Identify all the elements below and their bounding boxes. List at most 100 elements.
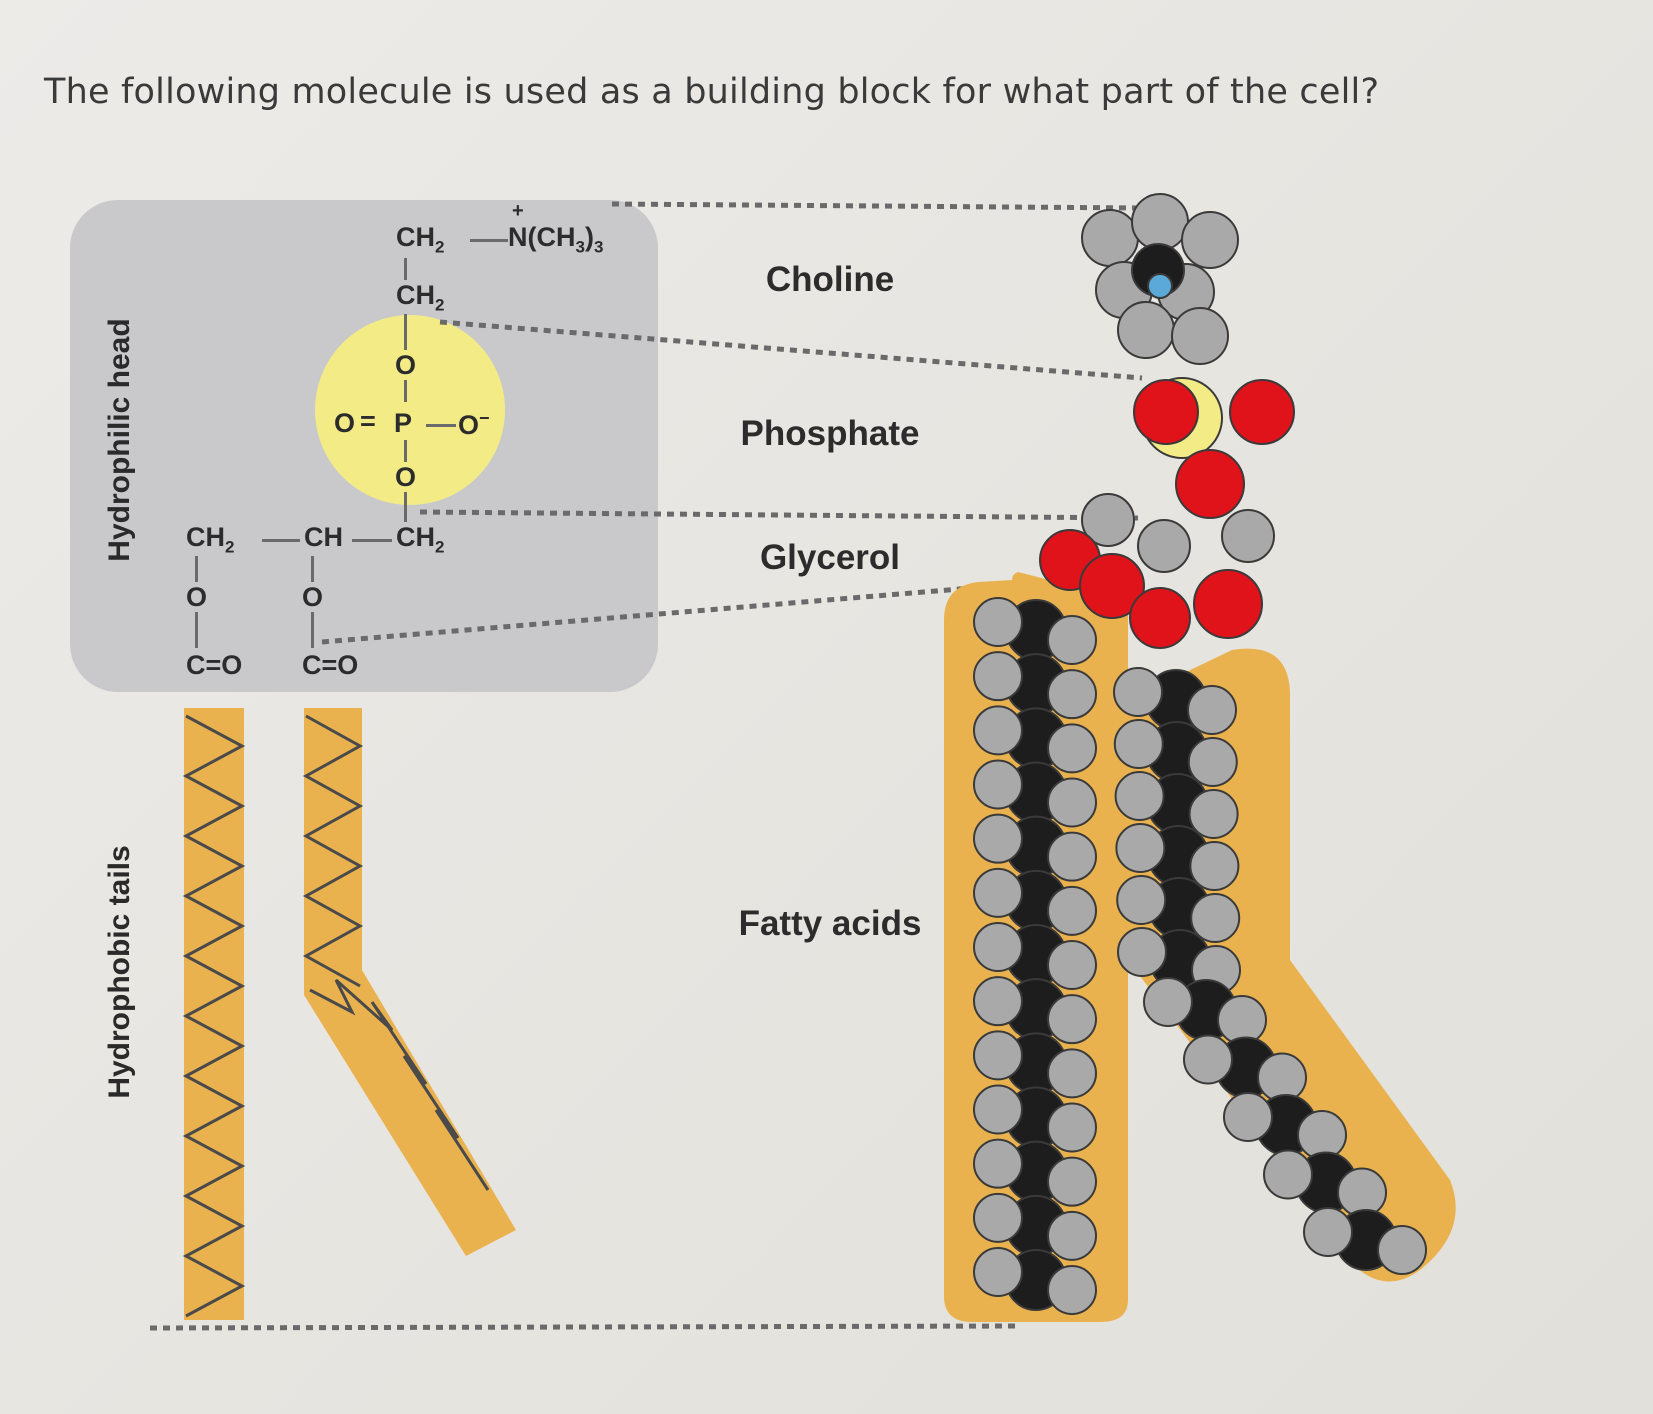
phosphate-oxygen-atom bbox=[1175, 449, 1245, 519]
fatty-acid-right-kink-hydrogen-atom bbox=[1223, 1092, 1273, 1142]
fatty-acid-left-hydrogen-atom bbox=[1047, 1156, 1097, 1207]
bond-ch2-ch bbox=[262, 539, 300, 542]
formula-o-minus: O− bbox=[458, 408, 490, 440]
phosphate-oxygen-atom bbox=[1133, 379, 1199, 445]
glycerol-label: Glycerol bbox=[759, 538, 901, 577]
guide-lines bbox=[149, 201, 1143, 1331]
formula-o-lower: O bbox=[395, 462, 417, 492]
fatty-acid-right-kink-hydrogen-atom bbox=[1303, 1207, 1353, 1257]
formula-o-double: O bbox=[334, 408, 356, 438]
formula-trimethylammonium: N(CH3)3 bbox=[508, 222, 604, 257]
fatty-acid-right-hydrogen-atom bbox=[1187, 737, 1238, 787]
fatty-acid-right-kink-hydrogen-atom bbox=[1183, 1034, 1233, 1085]
formula-phosphorus: P bbox=[394, 408, 413, 438]
fatty-acid-left-hydrogen-atom bbox=[1047, 723, 1097, 774]
fatty-acid-left-hydrogen-atom bbox=[973, 651, 1023, 702]
fatty-acid-right-hydrogen-atom bbox=[1115, 823, 1166, 873]
phosphate-label: Phosphate bbox=[740, 414, 920, 453]
fatty-acid-left-hydrogen-atom bbox=[973, 1247, 1023, 1297]
guide-line-bottom bbox=[149, 1323, 1019, 1331]
fatty-acid-left-hydrogen-atom bbox=[1047, 885, 1097, 936]
hydrophobic-tails-label: Hydrophobic tails bbox=[103, 845, 136, 1099]
phosphate-oxygen-atom bbox=[1229, 379, 1295, 445]
formula-choline-ch2-lower: CH2 bbox=[396, 280, 445, 315]
fatty-acid-left-hydrogen-atom bbox=[1047, 1265, 1097, 1315]
bond-p-o-lower bbox=[404, 440, 407, 462]
fatty-acid-left-hydrogen-atom bbox=[973, 813, 1023, 864]
bond-o-c-left bbox=[195, 612, 198, 648]
bond-o-p-upper bbox=[404, 380, 407, 402]
fatty-acid-left-hydrogen-atom bbox=[1047, 994, 1097, 1045]
fatty-acid-left-hydrogen-atom bbox=[973, 922, 1023, 972]
fatty-acid-left-hydrogen-atom bbox=[973, 597, 1023, 647]
formula-ester-o-left: O bbox=[186, 582, 208, 612]
fatty-acid-right-hydrogen-atom bbox=[1117, 927, 1167, 977]
choline-label: Choline bbox=[765, 260, 895, 299]
formula-glycerol-ch2-left: CH2 bbox=[186, 522, 235, 557]
tail-zigzag-kink bbox=[309, 978, 490, 1191]
choline-hydrogen-atom bbox=[1131, 193, 1189, 251]
ester-oxygen-atom bbox=[1193, 569, 1263, 639]
bond-ch2-ch2 bbox=[404, 258, 407, 280]
glycerol-hydrogen-atom bbox=[1137, 519, 1191, 573]
choline-hydrogen-atom bbox=[1117, 301, 1175, 359]
choline-hydrogen-atom bbox=[1171, 307, 1229, 365]
tail-zigzag-left bbox=[182, 714, 246, 1318]
fatty-acid-left-hydrogen-atom bbox=[973, 1084, 1023, 1135]
nitrogen-charge: + bbox=[512, 200, 524, 222]
formula-carbonyl-left: C=O bbox=[186, 650, 243, 680]
formula-o-upper: O bbox=[395, 350, 417, 380]
ester-oxygen-atom bbox=[1079, 553, 1145, 619]
bond-p-o-minus bbox=[426, 424, 456, 427]
fatty-acid-left-hydrogen-atom bbox=[973, 1030, 1023, 1081]
fatty-acid-left-hydrogen-atom bbox=[1047, 1102, 1097, 1153]
phosphate-circle bbox=[315, 315, 505, 505]
space-filling-atoms bbox=[973, 193, 1427, 1315]
formula-carbonyl-middle: C=O bbox=[302, 650, 359, 680]
fatty-acid-left-hydrogen-atom bbox=[973, 1138, 1023, 1189]
formula-choline-ch2: CH2 bbox=[396, 222, 445, 257]
fatty-acid-left-hydrogen-atom bbox=[973, 705, 1023, 756]
tail-band-right bbox=[304, 708, 516, 1256]
formula-glycerol-ch: CH bbox=[304, 522, 343, 552]
nitrogen-atom bbox=[1147, 273, 1173, 299]
fatty-acid-left-hydrogen-atom bbox=[1047, 831, 1097, 882]
bond-ch2-n bbox=[470, 239, 508, 242]
fatty-acid-left-hydrogen-atom bbox=[973, 759, 1023, 810]
fatty-acid-left-hydrogen-atom bbox=[1047, 669, 1097, 720]
guide-line-choline bbox=[439, 319, 1143, 381]
fatty-acid-right-hydrogen-atom bbox=[1189, 841, 1240, 891]
ester-oxygen-atom bbox=[1129, 587, 1191, 649]
fatty-acid-right-kink-hydrogen-atom bbox=[1377, 1225, 1427, 1275]
fatty-acid-right-hydrogen-atom bbox=[1188, 789, 1239, 839]
fatty-acid-right-hydrogen-atom bbox=[1190, 893, 1241, 943]
formula-double-bond: = bbox=[360, 406, 376, 436]
bond-o-c-middle bbox=[311, 612, 314, 648]
glycerol-hydrogen-atom bbox=[1221, 509, 1275, 563]
fatty-acid-right-hydrogen-atom bbox=[1114, 771, 1165, 821]
question-text: The following molecule is used as a buil… bbox=[44, 72, 1380, 112]
fatty-acid-right-kink-hydrogen-atom bbox=[1143, 977, 1193, 1027]
fatty-acid-left-hydrogen-atom bbox=[973, 867, 1023, 918]
structural-tails bbox=[182, 708, 516, 1320]
bond-ch2-o-upper bbox=[404, 314, 407, 350]
bond-ch-o-middle bbox=[311, 556, 314, 582]
fatty-acids-label: Fatty acids bbox=[738, 904, 922, 943]
fatty-acid-left-hydrogen-atom bbox=[1047, 1048, 1097, 1099]
choline-hydrogen-atom bbox=[1181, 211, 1239, 269]
fatty-acid-left-hydrogen-atom bbox=[1047, 615, 1097, 665]
bond-ch-ch2 bbox=[352, 539, 392, 542]
fatty-acid-right-kink-hydrogen-atom bbox=[1263, 1149, 1313, 1200]
formula-glycerol-ch2-right: CH2 bbox=[396, 522, 445, 557]
tail-zigzag-right bbox=[302, 714, 364, 988]
fatty-acid-left-hydrogen-atom bbox=[1047, 940, 1097, 990]
fatty-acid-right-hydrogen-atom bbox=[1113, 719, 1164, 769]
glycerol-hydrogen-atom bbox=[1081, 493, 1135, 547]
fatty-acid-left-hydrogen-atom bbox=[973, 1192, 1023, 1243]
fatty-acid-left-hydrogen-atom bbox=[1047, 1210, 1097, 1261]
bond-ch2-o-left bbox=[195, 556, 198, 582]
formula-ester-o-middle: O bbox=[302, 582, 324, 612]
fatty-acid-right-hydrogen-atom bbox=[1187, 685, 1237, 735]
